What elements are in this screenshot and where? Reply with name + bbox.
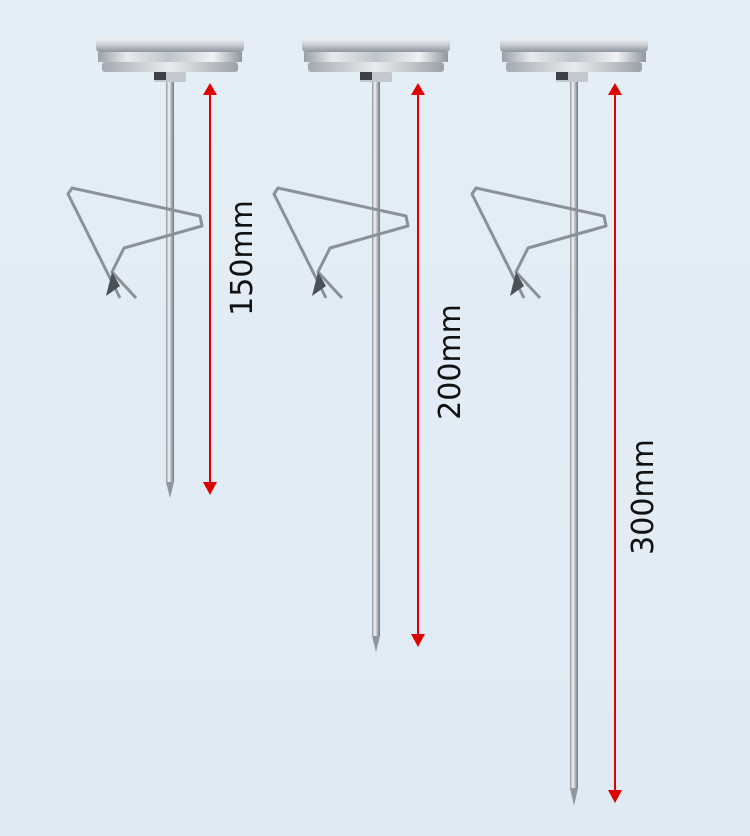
length-label-200: 200mm — [433, 304, 468, 420]
thermometer-300: 300mm — [470, 38, 661, 806]
dimension-arrow-icon — [411, 83, 425, 647]
probe-icon — [570, 82, 578, 806]
length-label-150: 150mm — [225, 200, 260, 316]
dial-icon — [500, 38, 648, 82]
dimension-arrow-icon — [608, 83, 622, 803]
dial-icon — [302, 38, 450, 82]
clip-icon — [272, 186, 410, 300]
dimension-arrow-icon — [203, 83, 217, 495]
thermometer-200: 200mm — [272, 38, 468, 652]
clip-icon — [470, 186, 608, 300]
length-label-300: 300mm — [626, 439, 661, 555]
clip-icon — [66, 186, 204, 300]
probe-icon — [166, 82, 174, 498]
probe-icon — [372, 82, 380, 652]
thermometer-150: 150mm — [66, 38, 260, 498]
dial-icon — [96, 38, 244, 82]
